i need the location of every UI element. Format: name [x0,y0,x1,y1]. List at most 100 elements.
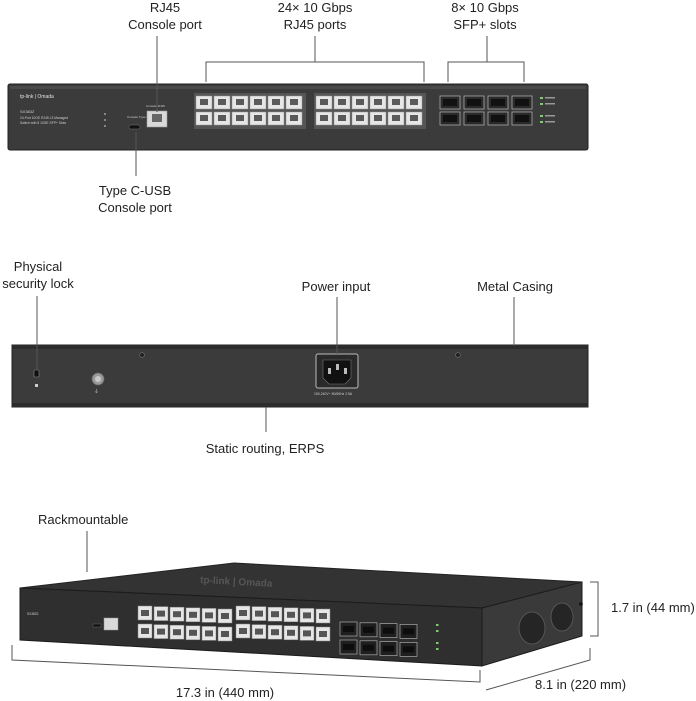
rj45-socket [272,115,280,121]
persp-rj45-socket [157,628,165,635]
persp-rj45-socket [173,629,181,636]
persp-rj45-socket [157,610,165,617]
label-rj45-console-line2: Console port [128,17,202,32]
dimension-depth [485,648,591,691]
callout-sfp-bracket [447,61,525,82]
rear-callout-lines [36,296,515,432]
persp-rj45-socket [221,613,229,619]
rj45-socket [254,99,262,105]
persp-rj45-socket [271,629,279,636]
front-callout-lines [135,36,525,176]
persp-sfp-inner [403,646,414,653]
persp-rj45-socket [173,611,181,618]
sfp-leds [540,97,555,123]
rear-chassis [11,344,589,408]
persp-rj45-socket [271,611,279,618]
persp-sfp-inner [343,626,354,632]
label-usb-console: Type C-USB Console port [80,182,190,216]
rear-top-edge [12,345,588,349]
persp-rj45-socket [239,610,247,616]
persp-rj45-socket [205,630,213,637]
top-logo: tp-link | Omada [200,575,273,590]
label-sfp-slots-line2: SFP+ slots [453,17,517,32]
persp-sfp-array [339,621,418,657]
rj45-socket [236,99,244,105]
persp-rj45-socket [189,611,197,618]
sfp-slot-inner [515,115,529,122]
label-depth: 8.1 in (220 mm) [535,677,627,692]
persp-rj45-socket [303,630,311,637]
persp-model: SX3832 [27,612,39,616]
front-description-1: 24-Port 10GE RJ45 L3 Managed [20,116,68,120]
rj45-socket [320,115,328,121]
power-pin-2 [336,364,339,370]
persp-rj45-socket [287,611,295,618]
sfp-slot-inner [467,99,481,106]
label-rj45-ports-line2: RJ45 ports [283,17,347,32]
rear-screw-left [139,352,145,358]
persp-sfp-inner [383,645,394,652]
rj45-socket [218,115,226,121]
persp-sfp-inner [383,627,394,634]
callout-rj45-bracket [205,61,425,82]
power-pin-1 [328,368,331,374]
rj45-socket [320,99,328,105]
sfp-slot-inner [467,115,481,122]
label-rj45-ports-line1: 24× 10 Gbps [277,0,353,15]
ground-icon: ⏚ [94,388,99,395]
rj45-socket [410,99,418,105]
ground-screw-head [95,376,101,382]
rj45-socket [254,115,262,121]
rj45-console-socket [152,114,162,122]
front-description-2: Switch with 8 10GE SFP+ Slots [20,121,66,125]
label-rj45-console-line1: RJ45 [149,0,181,15]
persp-rj45-socket [141,610,149,616]
rj45-socket [236,115,244,121]
front-panel: tp-link | Omada SX3832 24-Port 10GE RJ45… [7,83,589,151]
label-usb-console-line1: Type C-USB [98,183,172,198]
label-rackmount: Rackmountable [38,512,129,527]
persp-rj45-socket [221,631,229,637]
rj45-socket [272,99,280,105]
persp-rj45-socket [303,612,311,619]
persp-rj45-socket [255,628,263,635]
persp-rj45-socket [319,613,327,619]
persp-sfp-inner [343,644,354,650]
persp-rj45-socket [287,629,295,636]
usb-c-console-port [128,124,141,130]
label-height: 1.7 in (44 mm) [611,600,695,615]
rear-panel: ⏚ 100-240V~ 50/60Hz 2.5A [11,344,589,408]
rj45-socket [290,99,298,105]
persp-rj45-socket [141,628,149,634]
rj45-socket [374,115,382,121]
dimension-height [590,581,599,637]
rj45-socket [290,115,298,121]
sfp-slot-inner [443,115,457,122]
rear-bottom-edge [12,403,588,407]
persp-sfp-inner [363,626,374,633]
sfp-slot-inner [443,99,457,106]
label-routing: Static routing, ERPS [205,441,325,456]
persp-leds [436,624,439,650]
persp-rj45-array [137,605,331,642]
front-brand-logo: tp-link | Omada [20,94,54,100]
rj45-socket [200,115,208,121]
rear-screw-right [455,352,461,358]
persp-sfp-inner [403,628,414,635]
label-rj45-console: RJ45 Console port [110,0,220,33]
persp-sfp-inner [363,644,374,651]
label-metal-casing: Metal Casing [477,279,553,294]
usb-console-tag: Console Type-C [127,115,149,119]
rj45-port-array [194,93,426,129]
perspective-switch: tp-link | Omada SX3832 [19,562,583,667]
rj45-socket [356,115,364,121]
rj45-console-tag: Console RJ45 [146,104,165,108]
persp-usb-port [92,623,102,628]
side-fan-vent-2 [550,602,574,632]
side-screw [579,602,583,606]
rj45-socket [218,99,226,105]
sfp-slot-array [439,95,533,126]
rj45-socket [338,99,346,105]
lock-icon [35,384,38,387]
